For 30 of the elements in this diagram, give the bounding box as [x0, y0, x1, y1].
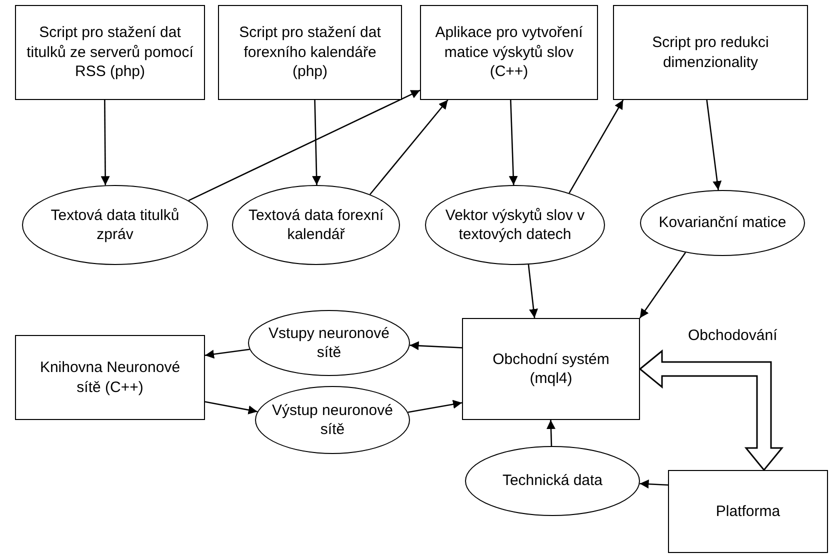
arrow — [508, 100, 518, 186]
data-ellipse: Vektor výskytů slov v textových datech — [425, 185, 605, 265]
data-ellipse: Kovarianční matice — [640, 190, 805, 256]
data-ellipse: Textová data forexní kalendář — [232, 185, 400, 265]
process-box: Script pro stažení dat forexního kalendáře (php) — [218, 5, 402, 100]
double-arrow — [638, 349, 784, 472]
process-box: Platforma — [668, 470, 828, 553]
arrow — [528, 264, 538, 318]
arrow — [639, 252, 686, 318]
process-box: Script pro stažení dat titulků ze serverů pomocí RSS (php) — [15, 5, 205, 100]
arrow — [100, 100, 110, 186]
data-ellipse: Technická data — [465, 446, 640, 516]
arrow — [410, 341, 462, 350]
arrow — [204, 401, 258, 414]
process-box: Obchodní systém (mql4) — [462, 318, 640, 420]
arrow — [204, 348, 250, 359]
arrow — [706, 100, 722, 190]
arrow — [188, 90, 420, 202]
arrow — [370, 100, 448, 195]
process-box: Aplikace pro vytvoření matice výskytů slov (C++) — [420, 5, 598, 100]
arrow — [568, 100, 624, 194]
data-ellipse: Textová data titulků zpráv — [22, 185, 208, 265]
data-ellipse: Výstup neuronové sítě — [255, 386, 410, 454]
arrow — [408, 400, 462, 413]
process-box: Script pro redukci dimenzionality — [613, 5, 808, 100]
arrow — [546, 420, 556, 446]
arrow — [312, 100, 322, 186]
arrow — [640, 480, 668, 489]
process-box: Knihovna Neuronové sítě (C++) — [15, 335, 205, 420]
data-ellipse: Vstupy neuronové sítě — [248, 310, 410, 376]
